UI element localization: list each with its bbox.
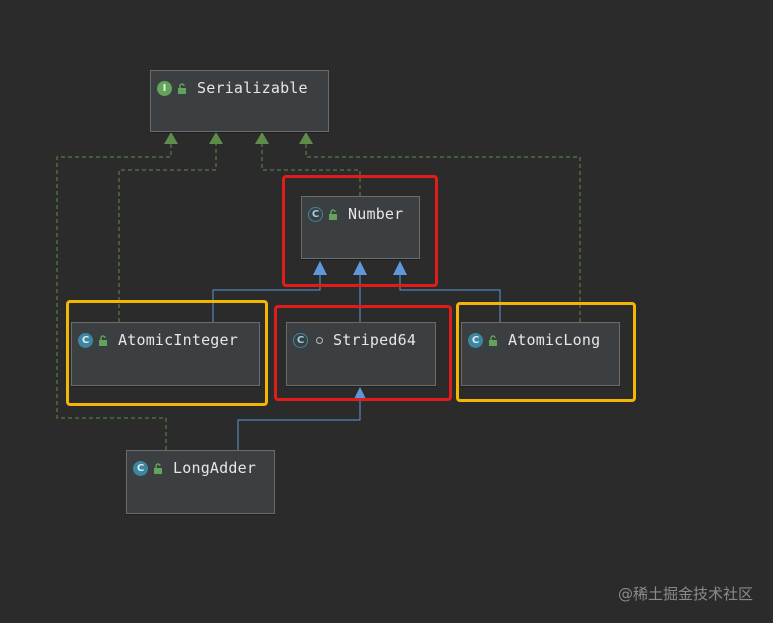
edge-longadder-extends-striped64 [237,398,361,450]
edge-atomiclong-extends-number [399,274,501,322]
package-private-icon [316,336,323,344]
arrowhead-striped64 [354,387,366,399]
public-lock-icon [177,82,187,94]
arrowhead-number-3 [393,261,407,275]
node-label: LongAdder [173,459,257,477]
implements-edges [56,143,581,450]
edge-longadder-implements-serializable [56,143,172,450]
extends-arrowheads [313,261,407,399]
node-striped64[interactable]: C Striped64 [286,322,436,386]
abstract-class-icon: C [293,332,308,348]
highlight-striped64 [274,305,452,401]
extends-edges [212,274,501,450]
class-icon: C [133,460,148,476]
node-label: Serializable [197,79,308,97]
node-longadder[interactable]: C LongAdder [126,450,275,514]
implements-arrowheads [164,132,313,144]
public-lock-icon [488,334,498,346]
public-lock-icon [98,334,108,346]
node-atomicinteger[interactable]: C AtomicInteger [71,322,260,386]
highlight-atomicinteger [66,300,268,406]
class-icon: C [468,332,483,348]
public-lock-icon [328,208,338,220]
node-label: Number [348,205,404,223]
arrowhead-serializable-4 [299,132,313,144]
public-lock-icon [153,462,163,474]
arrowhead-serializable-1 [164,132,178,144]
node-serializable[interactable]: I Serializable [150,70,329,132]
arrowhead-serializable-2 [209,132,223,144]
edge-atomicinteger-implements-serializable [118,143,217,322]
node-number[interactable]: C Number [301,196,420,259]
arrowhead-number-1 [313,261,327,275]
node-label: AtomicInteger [118,331,238,349]
class-icon: C [78,332,93,348]
abstract-class-icon: C [308,206,323,222]
edge-atomiclong-implements-serializable [305,143,581,322]
edge-atomicinteger-extends-number [212,274,321,322]
arrowhead-serializable-3 [255,132,269,144]
node-label: AtomicLong [508,331,601,349]
node-label: Striped64 [333,331,417,349]
node-atomiclong[interactable]: C AtomicLong [461,322,620,386]
highlight-atomiclong [456,302,636,402]
watermark: @稀土掘金技术社区 [617,585,753,603]
arrowhead-number-2 [353,261,367,275]
highlight-number [282,175,438,287]
interface-icon: I [157,80,172,96]
